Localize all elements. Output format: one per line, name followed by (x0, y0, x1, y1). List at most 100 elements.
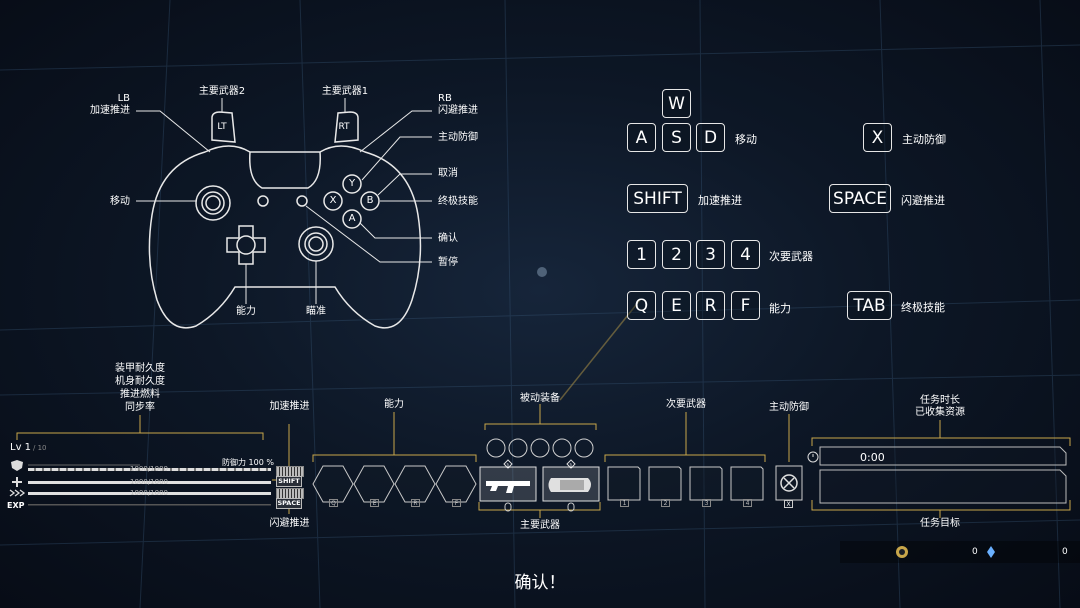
armor-shield-icon (11, 460, 23, 471)
status-hull-title: 机身耐久度 (115, 376, 165, 387)
resource-gold-value: 0 (972, 547, 978, 557)
x-button-label: X (329, 195, 337, 206)
primary-key-1: 1 (506, 463, 510, 470)
y-action-label: 主动防御 (438, 132, 478, 143)
mouse-right-icon (567, 502, 575, 512)
key-d: D (696, 123, 725, 152)
x-action-label: 取消 (438, 168, 458, 179)
rt-button-label: RT (338, 122, 350, 132)
secondary-key-4: 4 (743, 499, 752, 507)
shield-skill-icon (780, 474, 798, 492)
key-tab: TAB (847, 291, 892, 320)
passive-title: 被动装备 (520, 393, 560, 404)
health-plus-icon (12, 477, 22, 487)
clock-icon (807, 451, 819, 463)
ability-title: 能力 (384, 399, 404, 410)
rb-label: RB (438, 93, 452, 104)
defense-slot-key: X (784, 500, 793, 508)
menu-action-label: 暂停 (438, 257, 458, 268)
key-2: 2 (662, 240, 691, 269)
level-label: Lv 1 (10, 442, 32, 453)
left-stick-label: 移动 (110, 196, 130, 207)
rt-trigger (334, 111, 359, 143)
crystal-resource-icon (987, 546, 995, 558)
tab-label: 终极技能 (901, 301, 945, 314)
b-action-label: 终极技能 (438, 196, 478, 207)
exp-label: EXP (7, 501, 25, 510)
dpad-label: 能力 (236, 306, 256, 317)
mission-panel (819, 446, 1067, 504)
defense-slot-title: 主动防御 (769, 402, 809, 413)
key-r: R (696, 291, 725, 320)
key-1: 1 (627, 240, 656, 269)
secondary-title: 次要武器 (666, 399, 706, 410)
primary-key-2: 1 (569, 463, 573, 470)
a-button-label: A (348, 213, 356, 224)
key-space: SPACE (829, 184, 891, 213)
fuel-value: 1000/1000 (130, 489, 168, 497)
space-button: SPACE (276, 498, 302, 509)
space-label: 闪避推进 (901, 194, 945, 207)
status-armor-title: 装甲耐久度 (115, 363, 165, 374)
defense-stat: 防御力 100 % (222, 458, 274, 467)
key-a: A (627, 123, 656, 152)
boost-title: 加速推进 (269, 401, 310, 412)
key-q: Q (627, 291, 656, 320)
mission-time-value: 0:00 (860, 451, 885, 464)
ability-label: 能力 (769, 302, 791, 315)
hull-bar (28, 481, 271, 484)
rifle-icon (486, 481, 530, 493)
hull-value: 1000/1000 (130, 478, 168, 486)
lb-label: LB (117, 93, 130, 104)
y-button-label: Y (348, 178, 356, 189)
resources-title: 已收集资源 (915, 407, 965, 418)
key-x: X (863, 123, 892, 152)
confirm-prompt[interactable]: 确认！ (514, 573, 566, 593)
key-4: 4 (731, 240, 760, 269)
lt-trigger (211, 111, 236, 143)
mission-target-title: 任务目标 (920, 518, 960, 529)
move-label: 移动 (735, 133, 757, 146)
mission-time-title: 任务时长 (920, 395, 960, 406)
lt-button-label: LT (217, 122, 227, 132)
armor-value: 1000/1000 (130, 465, 168, 473)
right-stick-label: 瞄准 (306, 306, 326, 317)
shift-button: SHIFT (276, 476, 302, 487)
status-fuel-title: 推进燃料 (120, 389, 160, 400)
lt-weapon-label: 主要武器2 (198, 86, 246, 97)
b-button-label: B (366, 195, 374, 206)
primary-title: 主要武器 (520, 520, 560, 531)
secondary-key-1: 1 (620, 499, 629, 507)
ability-key-r: R (411, 499, 420, 507)
status-sync-title: 同步率 (125, 402, 155, 413)
key-s: S (662, 123, 691, 152)
mouse-left-icon (504, 502, 512, 512)
ability-key-f: F (452, 499, 461, 507)
rt-weapon-label: 主要武器1 (321, 86, 369, 97)
ability-key-e: E (370, 499, 379, 507)
ability-key-q: Q (329, 499, 338, 507)
key-w: W (662, 89, 691, 118)
dodge-title: 闪避推进 (269, 518, 310, 529)
a-action-label: 确认 (438, 233, 458, 244)
rb-action-label: 闪避推进 (438, 105, 478, 116)
gamepad-diagram (148, 111, 422, 329)
passive-slots (486, 438, 594, 458)
secondary-key-2: 2 (661, 499, 670, 507)
primary-weapon-slots (479, 459, 600, 512)
key-f: F (731, 291, 760, 320)
key-e: E (662, 291, 691, 320)
secondary-label: 次要武器 (769, 250, 813, 263)
resource-crystal-value: 0 (1062, 547, 1068, 557)
secondary-slots (607, 466, 764, 501)
lb-action-label: 加速推进 (90, 105, 130, 116)
defense-label: 主动防御 (902, 133, 946, 146)
boost-arrows-icon (9, 489, 26, 497)
key-3: 3 (696, 240, 725, 269)
armor-bar (28, 468, 271, 471)
ability-slots (312, 465, 477, 503)
fuel-bar (28, 492, 271, 495)
key-shift: SHIFT (627, 184, 688, 213)
